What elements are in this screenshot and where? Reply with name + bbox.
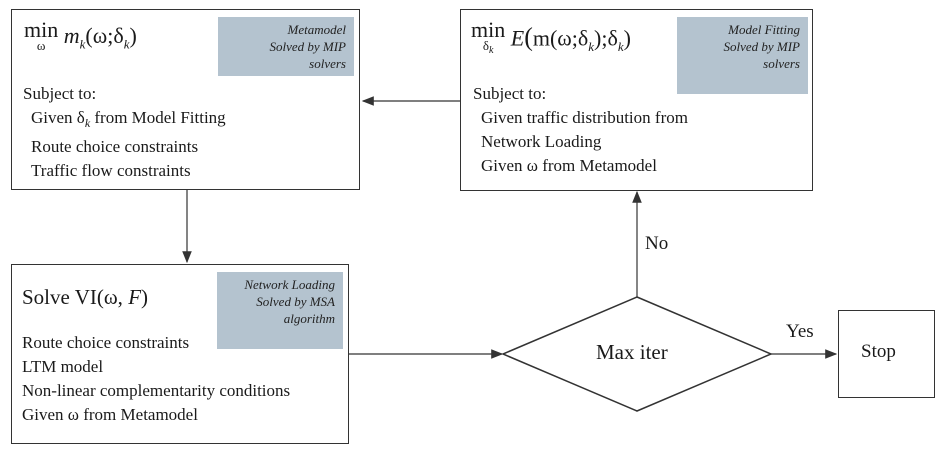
metamodel-subject-label: Subject to: [23, 84, 97, 103]
model-fitting-line: Network Loading [481, 132, 602, 151]
edge-label-no: No [645, 233, 669, 254]
metamodel-line: Route choice constraints [31, 137, 199, 156]
metamodel-line: Traffic flow constraints [31, 161, 191, 180]
network-loading-tag: Network Loading Solved by MSA algorithm [217, 272, 343, 349]
model-fitting-tag: Model Fitting Solved by MIP solvers [677, 17, 808, 94]
network-loading-line: Non-linear complementarity conditions [22, 381, 291, 400]
network-loading-box: Solve VI(ω, F) Network Loading Solved by… [11, 264, 349, 444]
stop-box: Stop [838, 310, 935, 398]
model-fitting-line: Given traffic distribution from [481, 108, 688, 127]
model-fitting-constraints: Subject to: Given traffic distribution f… [473, 82, 688, 178]
metamodel-tag: Metamodel Solved by MIP solvers [218, 17, 354, 76]
metamodel-line: Given δk from Model Fitting [31, 108, 226, 130]
stop-label: Stop [861, 341, 896, 362]
metamodel-constraints: Subject to: Given δk from Model Fitting … [23, 82, 226, 183]
edge-label-yes: Yes [786, 321, 814, 342]
model-fitting-subject-label: Subject to: [473, 84, 547, 103]
network-loading-line: LTM model [22, 357, 104, 376]
decision-diamond [501, 296, 773, 412]
network-loading-objective: Solve VI(ω, F) [22, 285, 149, 309]
model-fitting-line: Given ω from Metamodel [481, 156, 657, 175]
network-loading-constraints: Route choice constraints LTM model Non-l… [22, 331, 290, 427]
decision-label: Max iter [596, 340, 668, 364]
network-loading-line: Given ω from Metamodel [22, 405, 198, 424]
network-loading-line: Route choice constraints [22, 333, 190, 352]
